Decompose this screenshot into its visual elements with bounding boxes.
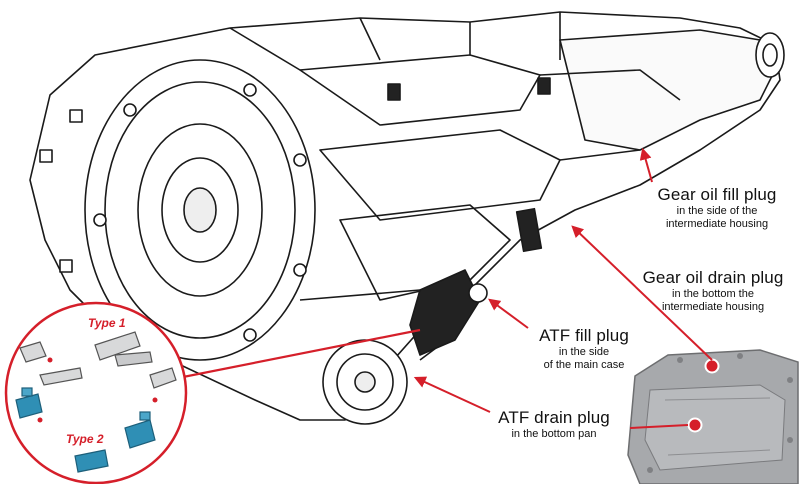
gear-oil-drain-title: Gear oil drain plug <box>642 268 784 287</box>
atf-fill-sub1: in the side <box>558 346 610 358</box>
atf-fill-sub2: of the main case <box>543 359 625 371</box>
atf-drain-sub1: in the bottom pan <box>511 428 597 440</box>
gear-oil-drain-plug-marker <box>704 358 720 374</box>
gear-oil-drain-sub2: intermediate housing <box>661 301 765 313</box>
gear-oil-fill-label: Gear oil fill plug in the side of the in… <box>643 185 791 231</box>
gear-oil-fill-sub1: in the side of the <box>676 205 758 217</box>
inset-leader <box>177 328 421 380</box>
blue-plug-parts <box>15 387 156 473</box>
plug-types-inset: Type 1 Type 2 <box>4 301 421 484</box>
atf-drain-label: ATF drain plug in the bottom pan <box>485 408 623 441</box>
atf-drain-to-pan <box>629 424 689 429</box>
gear-oil-drain-arrow <box>571 225 713 361</box>
atf-drain-title: ATF drain plug <box>498 408 610 427</box>
gear-oil-drain-label: Gear oil drain plug in the bottom the in… <box>626 268 800 314</box>
atf-fill-title: ATF fill plug <box>539 326 629 345</box>
gear-oil-fill-title: Gear oil fill plug <box>657 185 777 204</box>
atf-fill-arrow <box>488 298 529 329</box>
atf-fill-label: ATF fill plug in the side of the main ca… <box>526 326 642 372</box>
pan-photo <box>627 349 799 484</box>
atf-drain-arrow <box>413 376 491 413</box>
leader-arrows <box>413 147 713 429</box>
gear-oil-fill-sub2: intermediate housing <box>665 218 769 230</box>
type-1-tag: Type 1 <box>88 316 126 330</box>
transmission-illustration <box>29 11 785 425</box>
atf-drain-plug-marker <box>687 417 703 433</box>
gear-oil-fill-arrow <box>639 147 653 183</box>
gear-oil-drain-sub1: in the bottom the <box>672 288 754 300</box>
type-2-tag: Type 2 <box>66 432 104 446</box>
